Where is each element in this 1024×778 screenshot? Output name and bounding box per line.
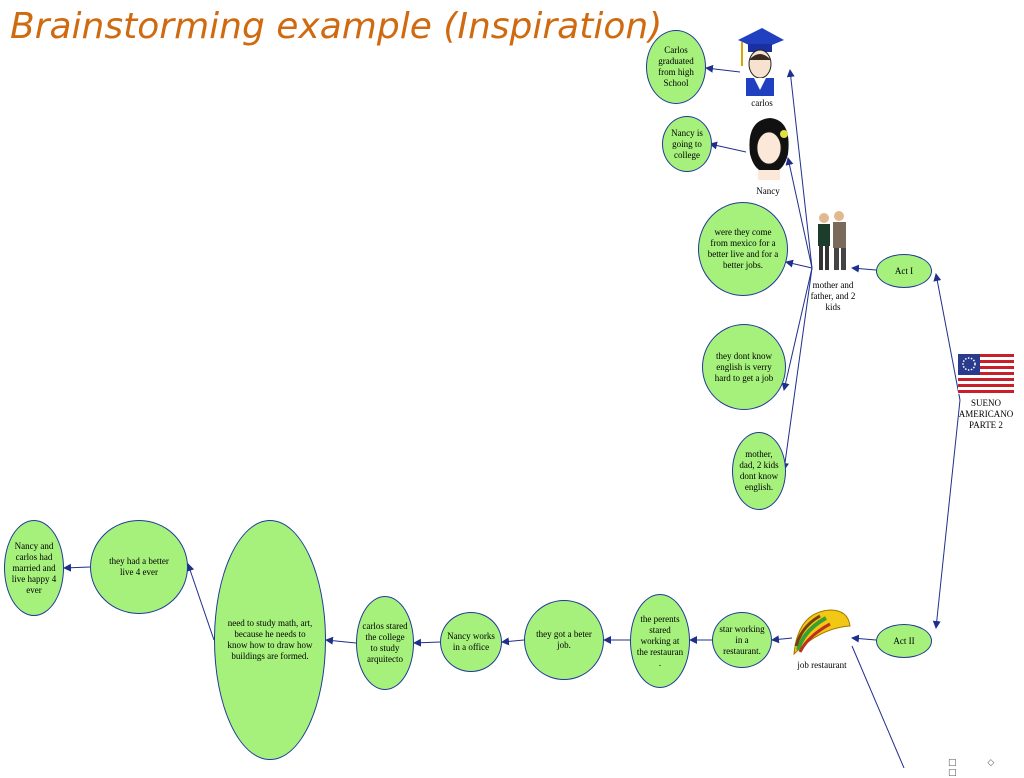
node-act2[interactable]: Act II [876,624,932,658]
link-office-college [413,638,441,647]
node-carlos-college[interactable]: carlos stared the college to study arqui… [356,596,414,690]
link-math-betterlive [186,563,215,641]
slide-title: Brainstorming example (Inspiration) [10,6,663,47]
taco-label: job restaurant [797,660,847,670]
link-taco-star [771,635,793,644]
node-came-from-mexico[interactable]: were they come from mexico for a better … [698,202,788,296]
flag-label: SUENO AMERICANO PARTE 2 [958,398,1014,430]
node-nancy-college[interactable]: Nancy is going to college [662,116,712,172]
graduate-icon [738,28,784,96]
link-betterlive-married [63,563,91,572]
link-flag-act2 [932,399,961,629]
carlos-label: carlos [751,98,773,108]
node-got-better-job[interactable]: they got a beter job. [524,600,604,680]
us-flag-icon [958,354,1014,394]
node-better-live[interactable]: they had a better live 4 ever [90,520,188,614]
slide-corner-marks: □ ◇ □ [948,758,1009,778]
nancy-label: Nancy [756,186,780,196]
link-family-noeng [780,267,813,471]
family-couple-icon [818,211,846,270]
link-carlos-bubble [705,64,741,73]
link-college-math [325,636,357,645]
link-act2-taco [851,634,877,643]
node-dont-know-english[interactable]: they dont know english is verry hard to … [702,324,786,410]
node-nancy-office[interactable]: Nancy works in a office [440,612,502,672]
girl-portrait-icon [749,118,789,180]
link-family-nancy [785,157,813,269]
node-study-math[interactable]: need to study math, art, because he need… [214,520,326,760]
link-family-carlos [786,69,813,269]
node-parents-working[interactable]: the perents stared working at the restau… [630,594,690,688]
node-carlos-graduated[interactable]: Carlos graduated from high School [646,30,706,104]
family-label: mother and father, and 2 kids [810,280,856,312]
node-act1[interactable]: Act I [876,254,932,288]
link-flag-act1 [933,273,961,401]
link-family-english [781,267,813,391]
taco-icon [793,609,851,656]
link-taco-down [851,645,905,768]
link-act1-family [851,264,877,273]
link-nancy-bubble [709,141,747,153]
node-family-no-english[interactable]: mother, dad, 2 kids dont know english. [732,432,786,510]
node-star-working[interactable]: star working in a restaurant. [712,612,772,668]
link-better-office [501,637,525,646]
link-family-mexico [785,259,813,269]
node-married[interactable]: Nancy and carlos had married and live ha… [4,520,64,616]
